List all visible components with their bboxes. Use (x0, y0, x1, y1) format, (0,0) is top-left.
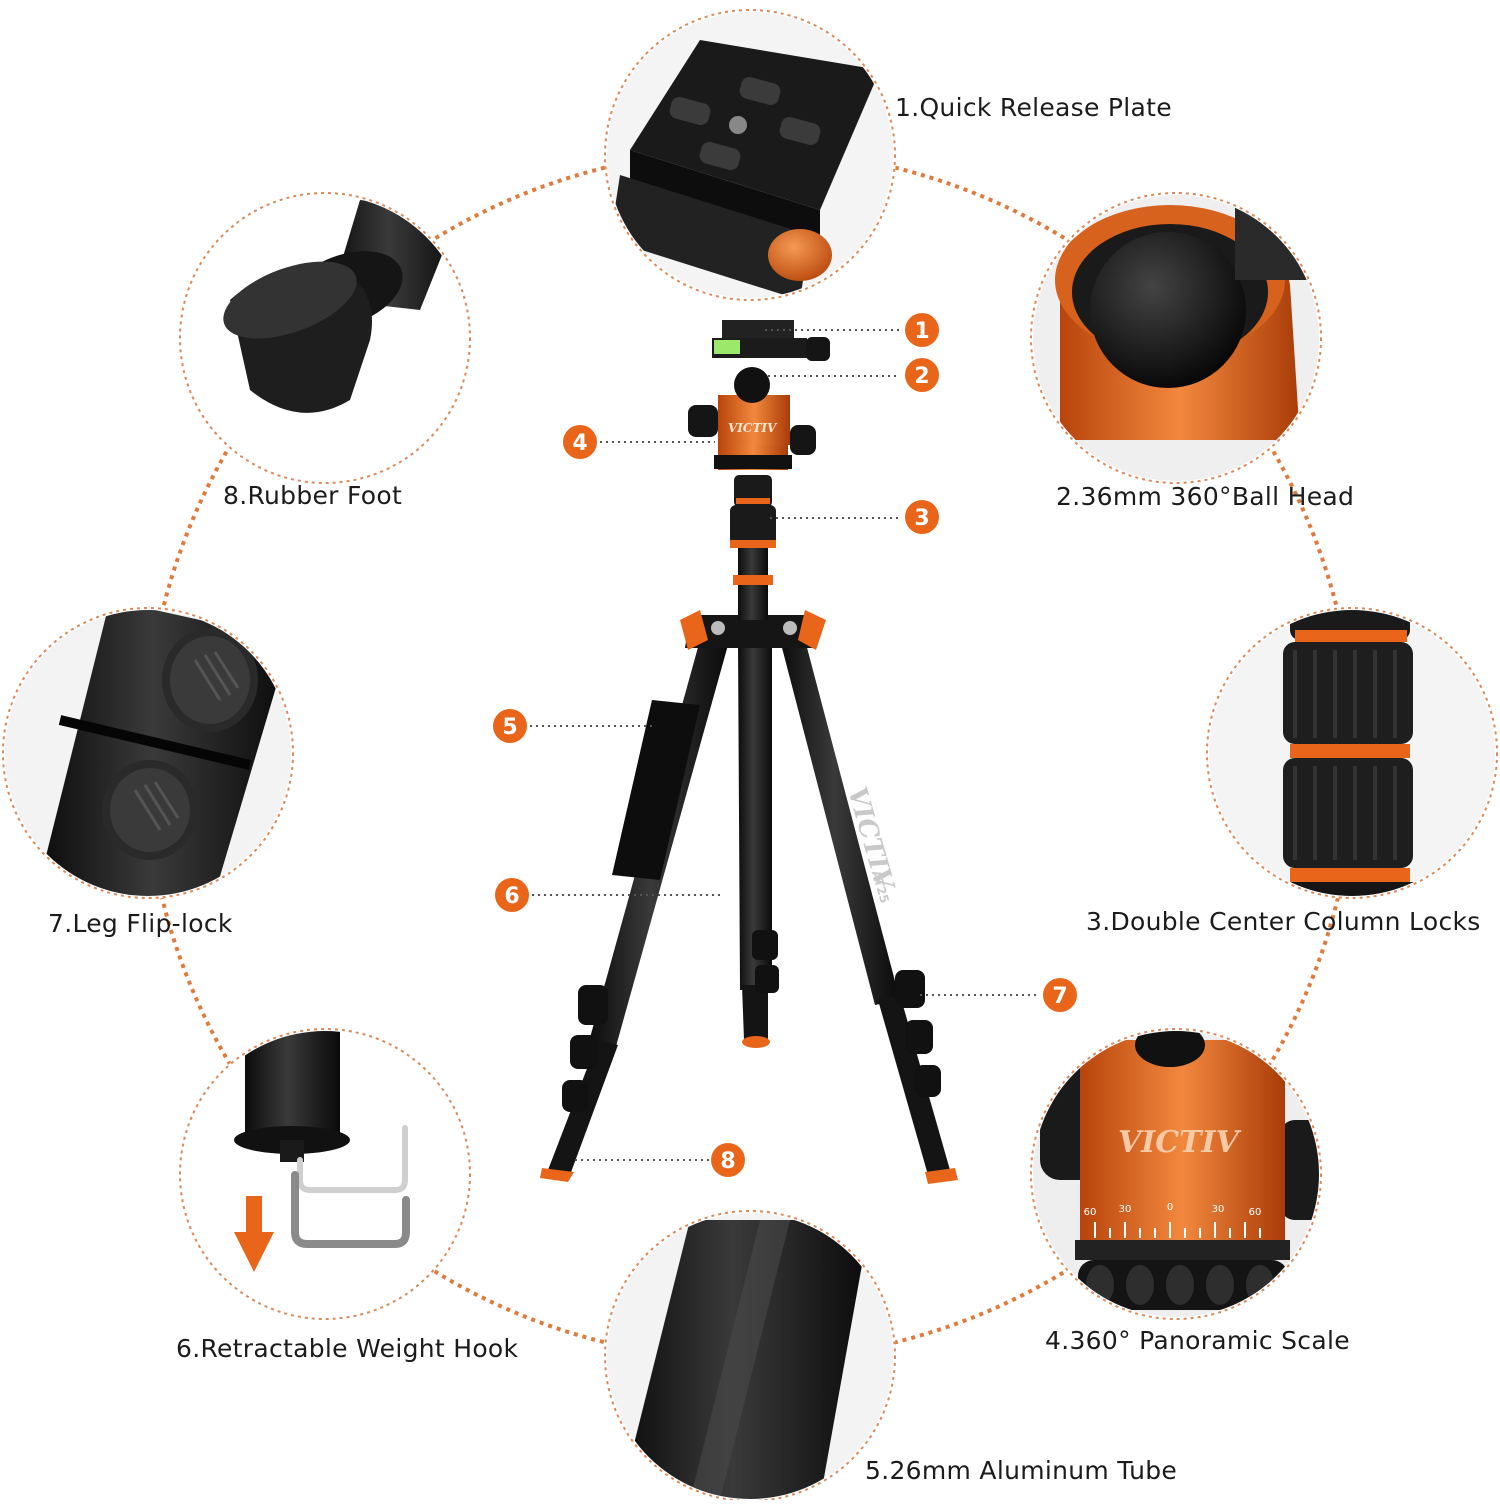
svg-text:4: 4 (572, 431, 587, 456)
svg-text:8: 8 (720, 1149, 735, 1174)
feature-label-quick-release-plate: 1.Quick Release Plate (895, 93, 1172, 122)
arrow-down-icon (234, 1196, 274, 1272)
marker-2: 2 (905, 358, 939, 392)
svg-text:5: 5 (502, 715, 517, 740)
feature-label-weight-hook: 6.Retractable Weight Hook (176, 1334, 519, 1363)
tripod-product: VICTIV VICTIV AT25 (540, 320, 958, 1184)
scale-tick-2: 0 (1167, 1202, 1173, 1213)
scale-tick-0: 60 (1084, 1207, 1097, 1218)
detail-ball-head (1033, 195, 1319, 481)
brand-logo-head: VICTIV (728, 421, 778, 435)
feature-label-column-locks: 3.Double Center Column Locks (1086, 907, 1481, 936)
brand-logo-scale: VICTIV (1118, 1125, 1242, 1160)
leader-lines (530, 329, 1040, 1161)
detail-panoramic-scale: VICTIV 60 30 0 30 60 (1033, 1031, 1319, 1317)
feature-label-rubber-foot: 8.Rubber Foot (223, 481, 403, 510)
detail-weight-hook (182, 1031, 468, 1317)
marker-8: 8 (711, 1143, 745, 1177)
marker-3: 3 (905, 500, 939, 534)
svg-text:7: 7 (1052, 984, 1067, 1009)
marker-7: 7 (1043, 978, 1077, 1012)
detail-leg-flip-lock (5, 610, 291, 896)
detail-quick-release-plate (607, 12, 893, 298)
marker-6: 6 (495, 878, 529, 912)
feature-label-leg-flip-lock: 7.Leg Flip-lock (48, 909, 233, 938)
feature-label-aluminum-tube: 5.26mm Aluminum Tube (865, 1456, 1178, 1485)
scale-tick-4: 60 (1249, 1207, 1262, 1218)
marker-4: 4 (563, 425, 597, 459)
scale-tick-1: 30 (1119, 1204, 1132, 1215)
svg-text:1: 1 (914, 319, 929, 344)
svg-text:3: 3 (914, 506, 929, 531)
scale-tick-3: 30 (1212, 1204, 1225, 1215)
svg-text:6: 6 (504, 884, 519, 909)
detail-rubber-foot (182, 195, 468, 481)
marker-1: 1 (905, 313, 939, 347)
marker-5: 5 (493, 709, 527, 743)
svg-text:2: 2 (914, 364, 929, 389)
detail-aluminum-tube (607, 1213, 893, 1499)
detail-column-locks (1209, 610, 1495, 896)
feature-label-panoramic-scale: 4.360° Panoramic Scale (1045, 1326, 1350, 1355)
detail-ring-outlines (2, 9, 1498, 1502)
feature-label-ball-head: 2.36mm 360°Ball Head (1056, 482, 1355, 511)
